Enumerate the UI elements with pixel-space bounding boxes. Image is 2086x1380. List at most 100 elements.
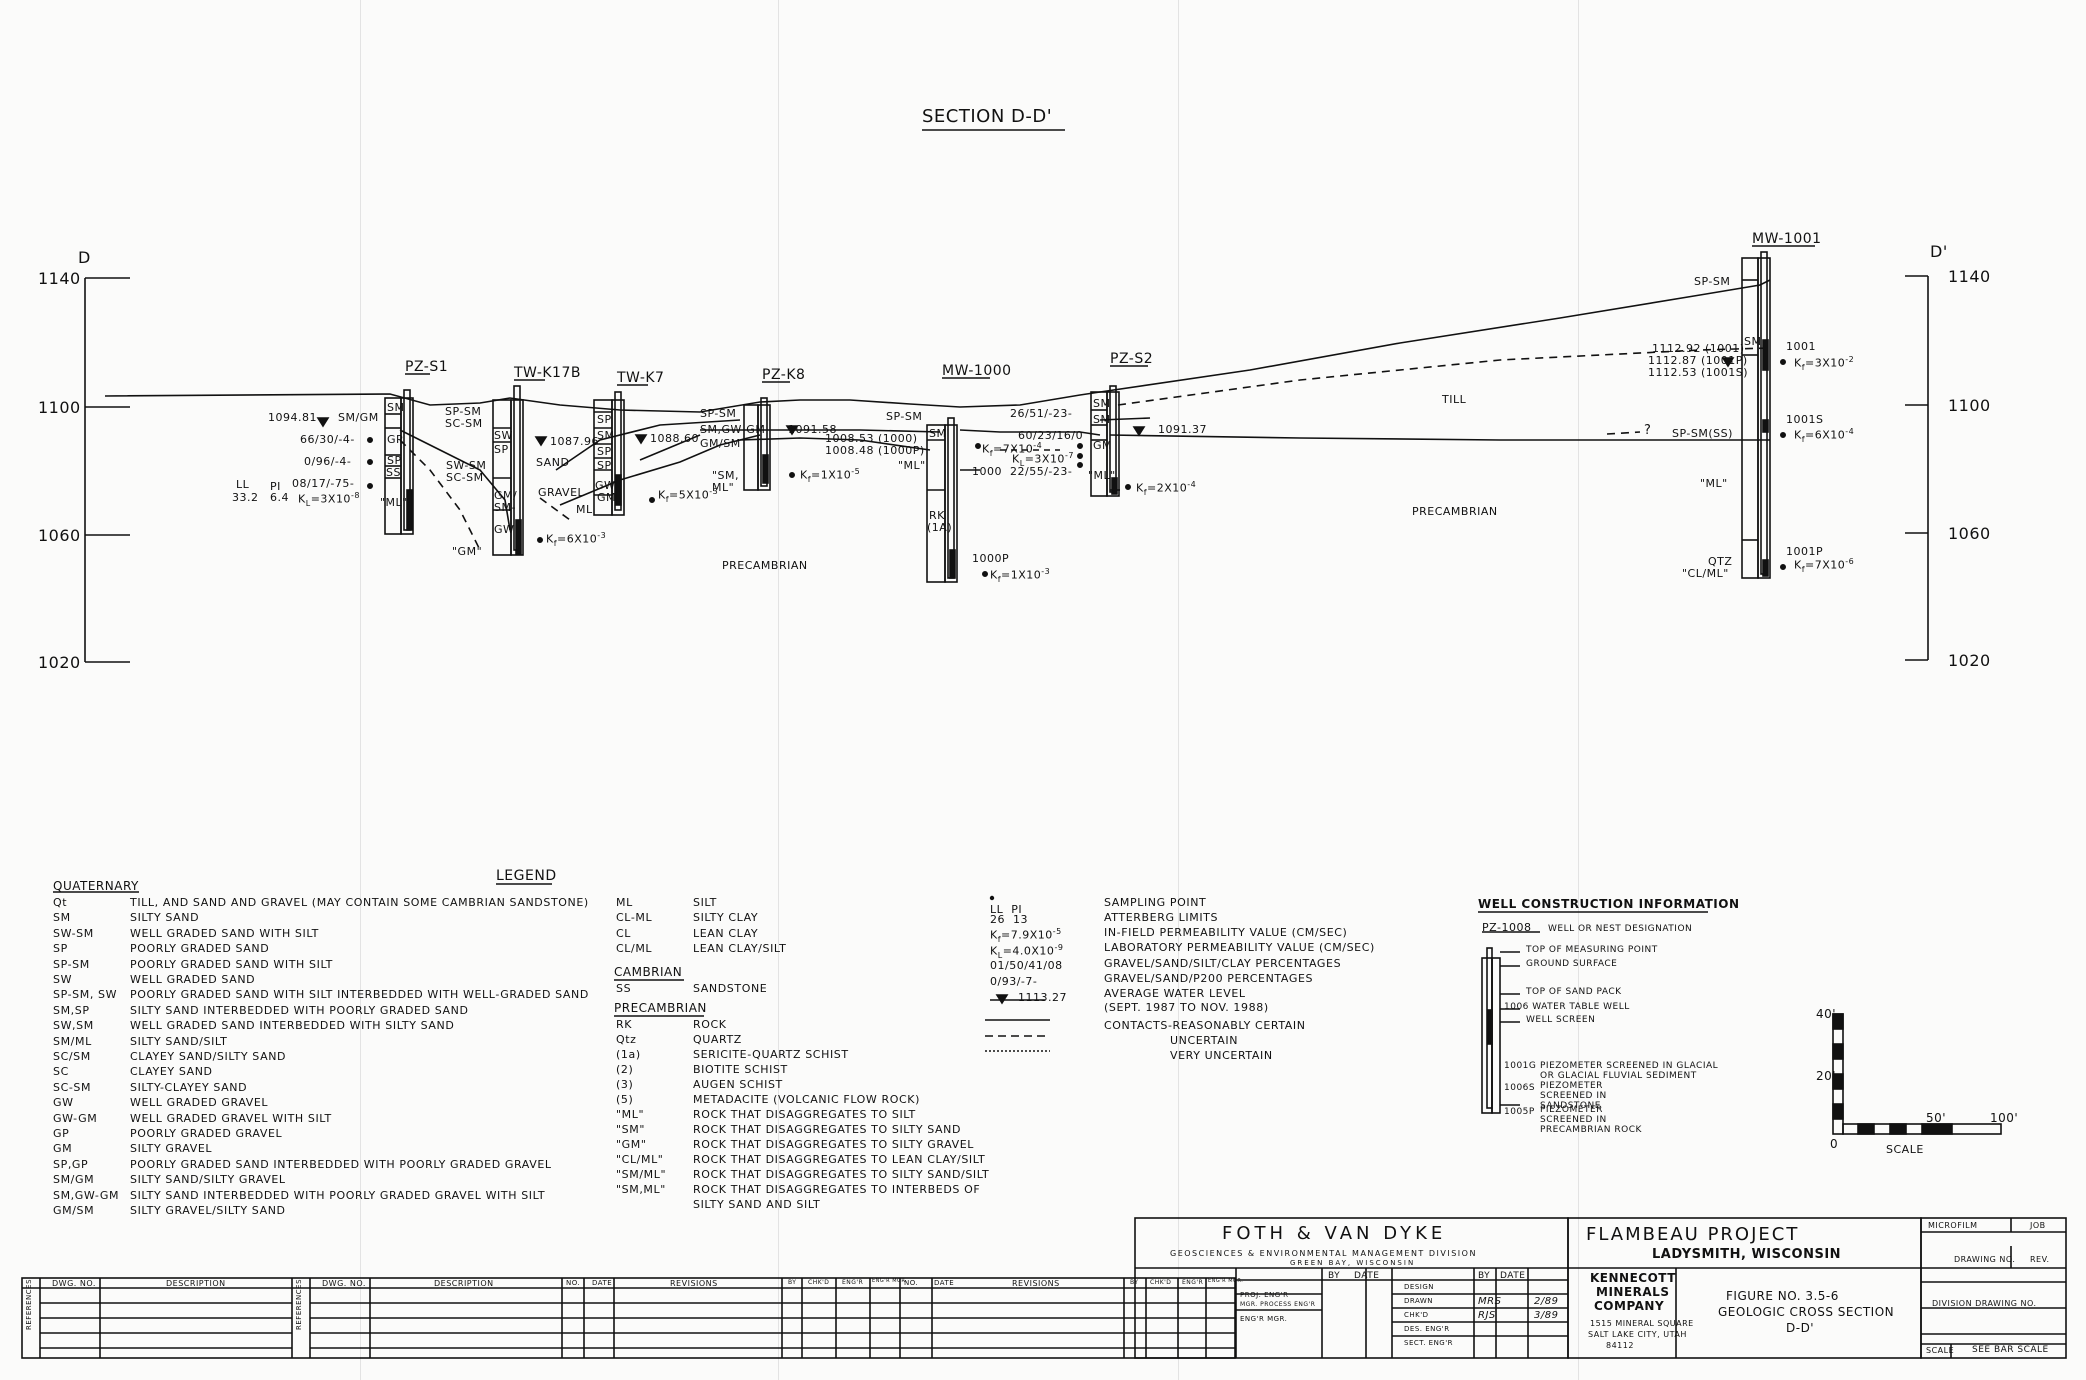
soil-label: SP-SM	[886, 410, 923, 423]
legend-description: CLAYEY SAND/SILTY SAND	[130, 1050, 287, 1063]
legend-code: SW	[53, 973, 73, 986]
tb-field: SCALE	[1926, 1346, 1955, 1355]
wc-note-code: 1005P	[1504, 1107, 1535, 1117]
gradation-label: 66/30/-4-	[300, 433, 355, 446]
legend-description: LEAN CLAY/SILT	[693, 942, 787, 956]
client-name: KENNECOTT	[1590, 1271, 1676, 1285]
permeability-label: Kf=3X10-2	[1794, 355, 1855, 372]
legend-code: SC	[53, 1065, 69, 1079]
log-unit-label: SM	[929, 427, 947, 440]
log-unit-label: SM	[1093, 413, 1111, 426]
rev-header: NO.	[566, 1279, 581, 1287]
legend-description: METADACITE (VOLCANIC FLOW ROCK)	[693, 1093, 920, 1106]
scale-label: 20'	[1816, 1069, 1837, 1083]
atterberg-pi-value: 6.4	[270, 491, 289, 504]
ref-header: DESCRIPTION	[166, 1279, 226, 1288]
gradation-label: 22/55/-23-	[1010, 465, 1073, 478]
permeability-label: Kf=7X10-6	[1794, 557, 1855, 574]
legend-description: ROCK THAT DISAGGREGATES TO SILTY GRAVEL	[693, 1138, 974, 1151]
rev-header: BY	[1130, 1279, 1139, 1286]
legend-description: ROCK THAT DISAGGREGATES TO SILTY SAND	[693, 1123, 962, 1136]
legend-description: QUARTZ	[693, 1033, 742, 1046]
tb-field: CHK'D	[1404, 1311, 1429, 1319]
log-unit-label: SP	[597, 459, 612, 472]
legend-description: SILTY SAND AND SILT	[693, 1198, 821, 1211]
tb-field: BY	[1478, 1271, 1491, 1281]
elevation-tick-label: 1100	[38, 398, 81, 417]
legend-description: SILTY SAND/SILT	[130, 1034, 228, 1048]
scale-label: SCALE	[1886, 1143, 1924, 1156]
water-level-label: 1088.60	[650, 432, 699, 445]
scale-label: 100'	[1990, 1111, 2019, 1125]
well-id-label: 1001S	[1786, 413, 1824, 426]
legend-description: SILTY SAND/SILTY GRAVEL	[130, 1173, 286, 1187]
unit-label: TILL	[1442, 393, 1467, 406]
firm-name: FOTH & VAN DYKE	[1222, 1223, 1447, 1244]
log-unit-label: SM-	[494, 501, 516, 514]
legend-sample-kf: Kf=7.9X10-5	[990, 927, 1062, 944]
firm-division: GEOSCIENCES & ENVIRONMENTAL MANAGEMENT D…	[1170, 1249, 1477, 1258]
legend-code: SP,GP	[53, 1157, 89, 1171]
elevation-tick-label: 1060	[1948, 524, 1991, 543]
permeability-label: Kf=6X10-3	[546, 531, 607, 548]
legend-description: ROCK THAT DISAGGREGATES TO SILTY SAND/SI…	[693, 1168, 990, 1181]
legend-heading-cambrian: CAMBRIAN	[614, 965, 683, 979]
rock-label: ML"	[712, 481, 735, 494]
legend-code: CL	[616, 926, 632, 940]
gradation-label: 26/51/-23-	[1010, 407, 1073, 420]
wc-item: WELL SCREEN	[1526, 1015, 1596, 1025]
well-name-pz-s2: PZ-S2	[1110, 351, 1154, 367]
legend-sample-gradation: 0/93/-7-	[990, 975, 1038, 988]
soil-label: SP-SM	[445, 405, 482, 418]
wc-note-desc: PIEZOMETER SCREENED IN GLACIAL OR GLACIA…	[1540, 1061, 1719, 1081]
legend-code: "SM"	[616, 1123, 645, 1136]
well-id-label: 1000P	[972, 552, 1010, 565]
legend-code: GP	[53, 1127, 70, 1140]
legend-symbol-desc: SAMPLING POINT	[1104, 896, 1207, 909]
client-address: SALT LAKE CITY, UTAH	[1588, 1330, 1687, 1339]
rev-header: ENG'R	[1182, 1279, 1204, 1286]
legend-description: SILTY GRAVEL/SILTY SAND	[130, 1204, 286, 1217]
tb-field: DRAWN	[1404, 1297, 1434, 1305]
legend-code: SP-SM	[53, 957, 90, 971]
legend-code: SM/ML	[53, 1034, 92, 1048]
tb-field: DATE	[1500, 1271, 1526, 1281]
legend-code: (5)	[616, 1093, 634, 1106]
legend-title: LEGEND	[496, 868, 557, 884]
rock-label: "GM"	[452, 545, 483, 558]
wc-note-code: 1001G	[1504, 1061, 1537, 1071]
rev-header: REVISIONS	[1012, 1279, 1060, 1288]
unit-label: PRECAMBRIAN	[722, 559, 808, 572]
gradation-label: 60/23/16/0	[1018, 429, 1084, 442]
permeability-label: Kf=6X10-4	[1794, 427, 1855, 444]
legend-symbol-desc: VERY UNCERTAIN	[1170, 1049, 1273, 1062]
legend-description: WELL GRADED GRAVEL WITH SILT	[130, 1111, 332, 1125]
log-unit-label: GM	[1093, 439, 1113, 452]
wc-item: 1006 WATER TABLE WELL	[1504, 1002, 1630, 1012]
legend-description: WELL GRADED SAND	[130, 973, 256, 986]
legend-symbol-desc: CONTACTS-REASONABLY CERTAIN	[1104, 1019, 1306, 1032]
legend-description: WELL GRADED GRAVEL	[130, 1096, 269, 1110]
gradation-label: 0/96/-4-	[304, 455, 352, 468]
legend-description: ROCK	[693, 1018, 727, 1031]
wc-item: GROUND SURFACE	[1526, 959, 1618, 969]
well-name-tw-k17b: TW-K17B	[514, 365, 581, 381]
water-level-label: 1008.53 (1000)	[825, 432, 918, 445]
tb-field: ENG'R MGR.	[1240, 1315, 1288, 1323]
legend-code: "SM/ML"	[616, 1168, 667, 1181]
tb-field: DIVISION DRAWING NO.	[1932, 1299, 2037, 1308]
fold-line	[1178, 0, 1179, 1380]
log-unit-label: SP	[494, 443, 509, 456]
elevation-tick-label: 1060	[38, 526, 81, 545]
ref-header: DWG. NO.	[52, 1279, 96, 1288]
ref-header: DWG. NO.	[322, 1279, 366, 1288]
legend-symbol-desc: LABORATORY PERMEABILITY VALUE (CM/SEC)	[1104, 941, 1375, 954]
soil-label: SC-SM	[446, 471, 484, 484]
legend-description: CLAYEY SAND	[130, 1065, 213, 1079]
client-address: 84112	[1606, 1341, 1634, 1350]
ref-side-label: REFERENCES	[295, 1278, 303, 1330]
log-unit-label: SM	[1744, 335, 1762, 348]
legend-code: "CL/ML"	[616, 1153, 664, 1166]
permeability-label: KL=3X10-8	[298, 491, 360, 508]
